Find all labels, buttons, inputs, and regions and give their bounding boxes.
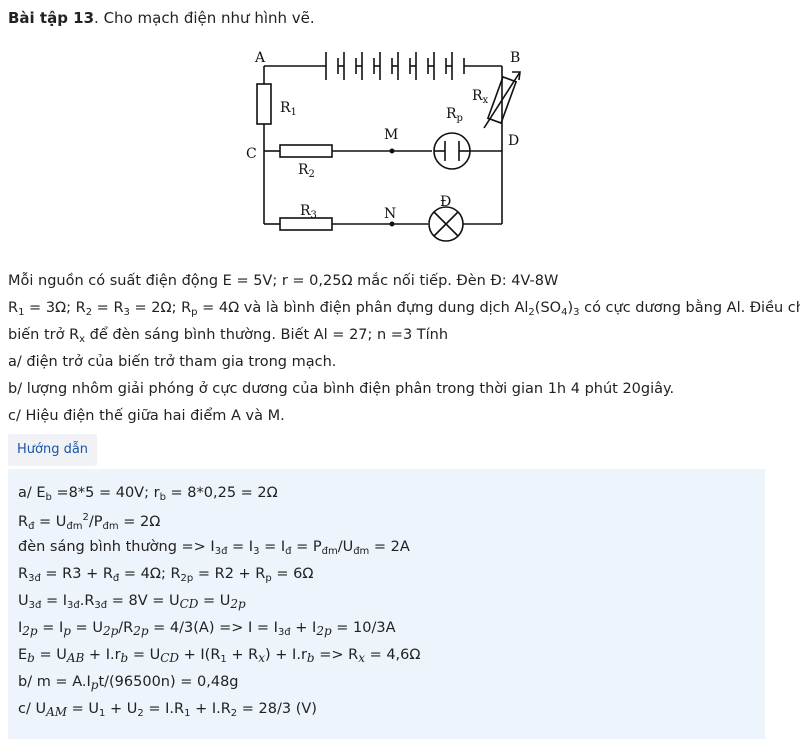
solution-line-2: Rđ = Uđm2/Pđm = 2Ω bbox=[18, 512, 161, 532]
label-m: M bbox=[384, 127, 398, 143]
solution-panel: a/ Eb =8*5 = 40V; rb = 8*0,25 = 2Ω Rđ = … bbox=[8, 469, 765, 739]
label-r3: R3 bbox=[300, 203, 317, 221]
solution-line-5: U3đ = I3đ.R3đ = 8V = UCD = U2p bbox=[18, 593, 246, 611]
node-m bbox=[389, 148, 395, 154]
node-n bbox=[389, 221, 395, 227]
solution-line-3: đèn sáng bình thường => I3đ = I3 = Iđ = … bbox=[18, 539, 410, 557]
question-a: a/ điện trở của biến trở tham gia trong … bbox=[8, 354, 337, 370]
solution-line-4: R3đ = R3 + Rđ = 4Ω; R2p = R2 + Rp = 6Ω bbox=[18, 566, 314, 584]
resistor-r1 bbox=[256, 83, 272, 125]
exercise-intro: . Cho mạch điện như hình vẽ. bbox=[94, 9, 315, 27]
resistor-r2 bbox=[279, 144, 333, 158]
solution-line-1: a/ Eb =8*5 = 40V; rb = 8*0,25 = 2Ω bbox=[18, 485, 278, 503]
label-r1: R1 bbox=[280, 100, 297, 118]
label-b: B bbox=[510, 50, 520, 66]
label-d: D bbox=[508, 133, 519, 149]
problem-line-3: biến trở Rx để đèn sáng bình thường. Biế… bbox=[8, 327, 449, 345]
label-c: C bbox=[246, 146, 257, 162]
label-rp: Rp bbox=[446, 106, 463, 124]
exercise-title: Bài tập 13. Cho mạch điện như hình vẽ. bbox=[8, 9, 315, 27]
rheostat-rx bbox=[486, 75, 518, 125]
battery-icon bbox=[325, 52, 465, 80]
exercise-number: Bài tập 13 bbox=[8, 9, 95, 27]
label-r2: R2 bbox=[298, 162, 315, 180]
solution-line-8: b/ m = A.Ipt/(96500n) = 0,48g bbox=[18, 674, 239, 692]
solution-line-6: I2p = Ip = U2p/R2p = 4/3(A) => I = I3đ +… bbox=[18, 620, 396, 638]
guide-button[interactable]: Hướng dẫn bbox=[8, 434, 98, 466]
question-c: c/ Hiệu điện thế giữa hai điểm A và M. bbox=[8, 408, 285, 424]
label-n: N bbox=[384, 206, 396, 222]
question-b: b/ lượng nhôm giải phóng ở cực dương của… bbox=[8, 381, 675, 397]
circuit-diagram: A B C D M N Đ R1 R2 R3 Rp Rx bbox=[246, 50, 521, 242]
label-a: A bbox=[254, 50, 266, 66]
label-rx: Rx bbox=[472, 88, 489, 106]
label-lamp: Đ bbox=[440, 194, 451, 210]
problem-line-2: R1 = 3Ω; R2 = R3 = 2Ω; Rp = 4Ω và là bìn… bbox=[8, 300, 800, 318]
problem-line-1: Mỗi nguồn có suất điện động E = 5V; r = … bbox=[8, 273, 559, 289]
solution-line-7: Eb = UAB + I.rb = UCD + I(R1 + Rx) + I.r… bbox=[18, 647, 421, 665]
solution-line-9: c/ UAM = U1 + U2 = I.R1 + I.R2 = 28/3 (V… bbox=[18, 701, 317, 719]
resistor-r3 bbox=[279, 217, 333, 231]
